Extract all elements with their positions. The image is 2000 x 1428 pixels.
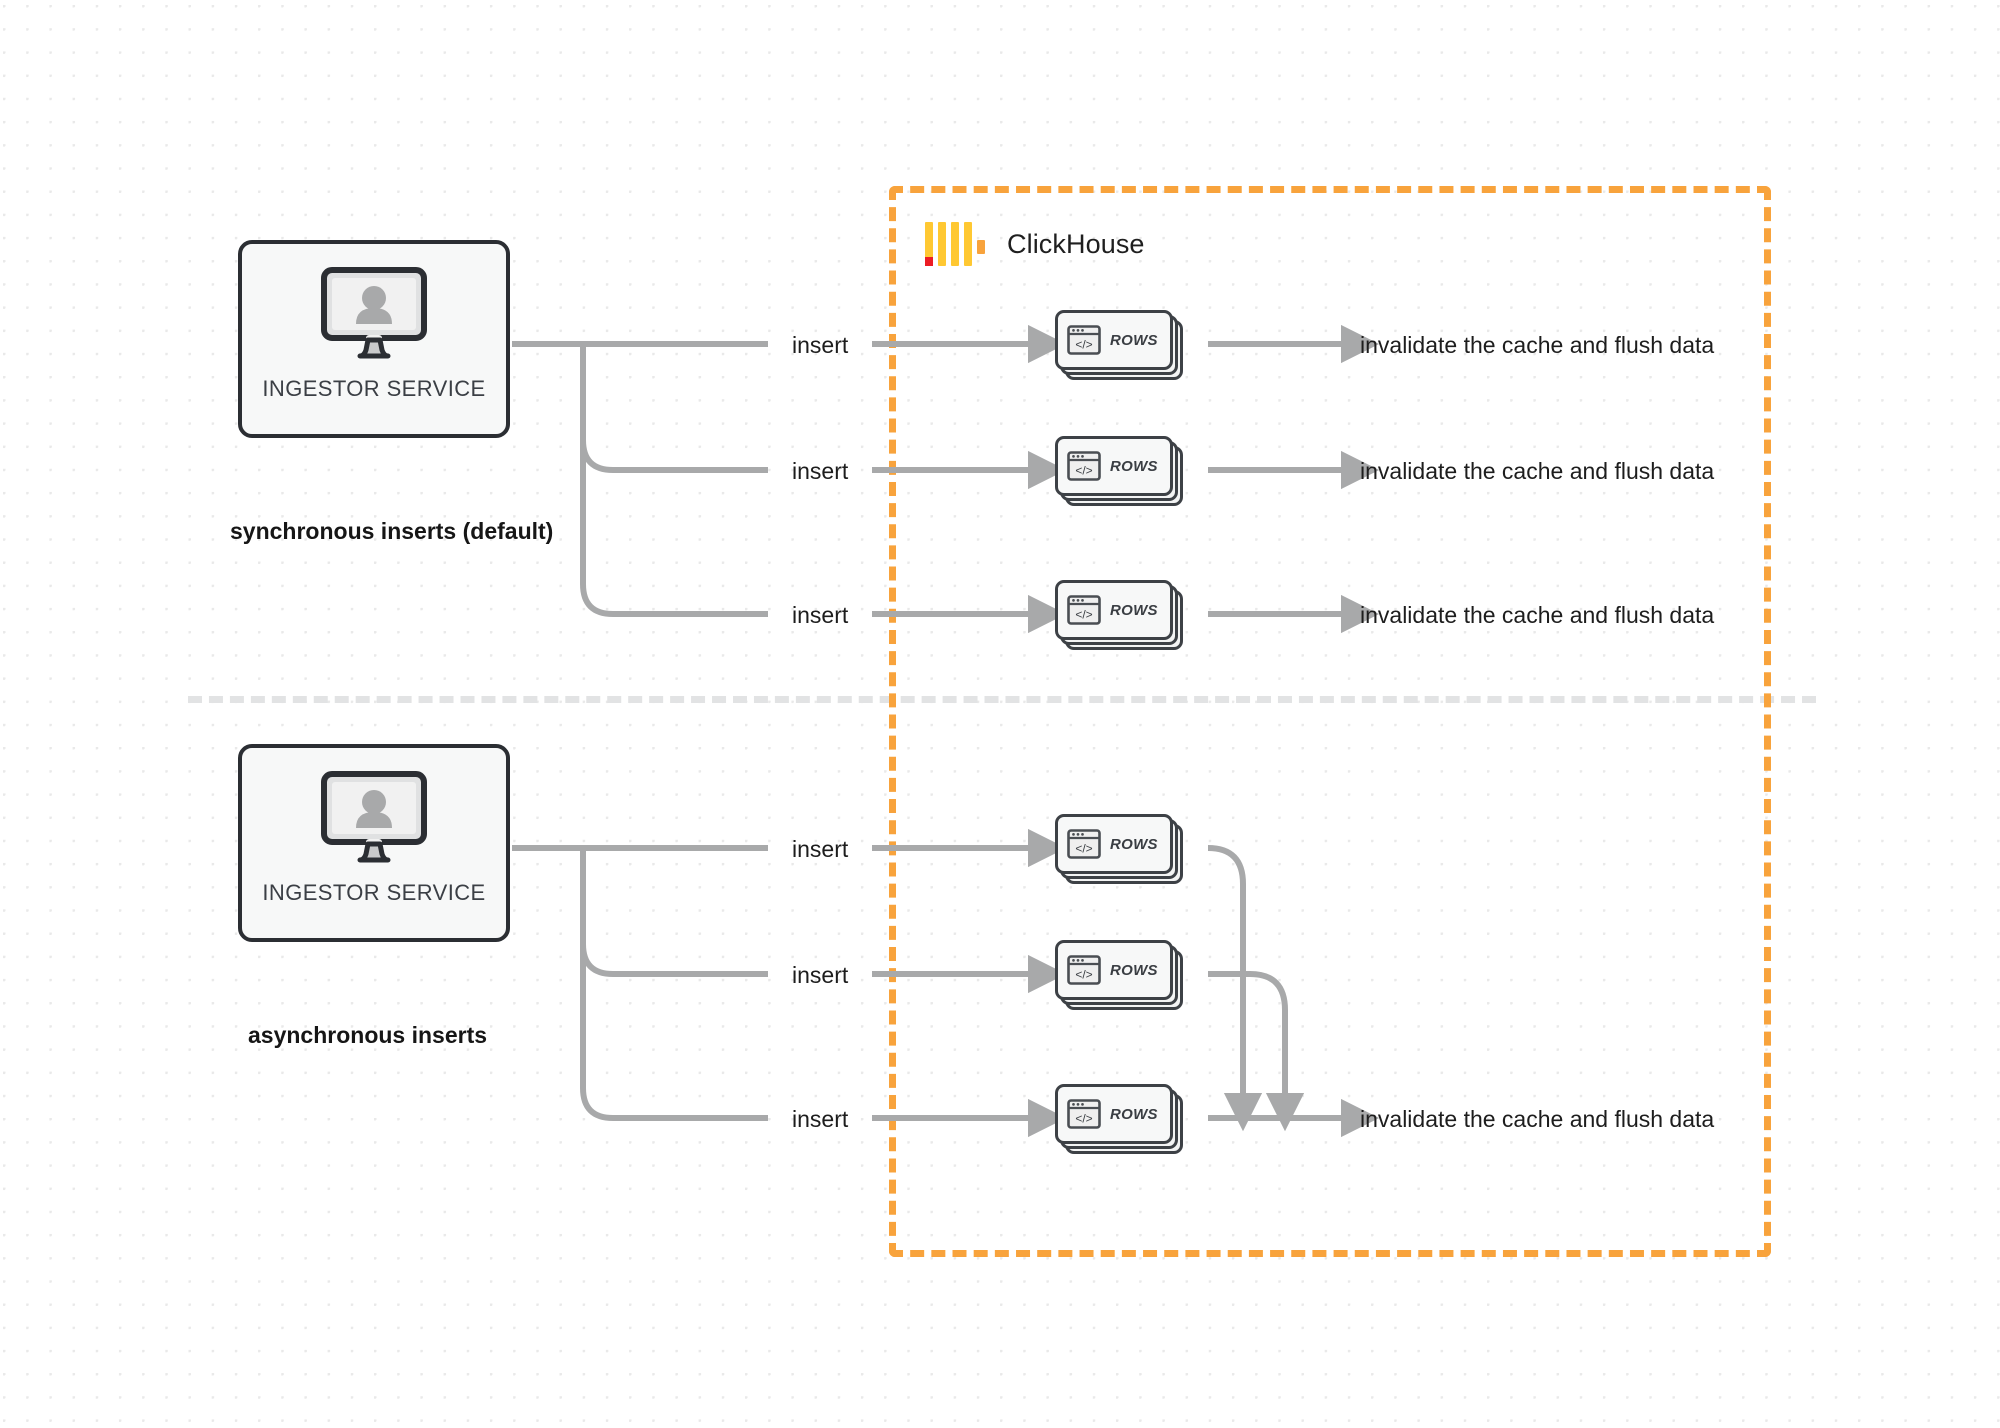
- rows-card-sync-2[interactable]: </> ROWS: [1055, 436, 1183, 506]
- insert-label-sync-2: insert: [792, 458, 849, 484]
- rows-label-sync-2: ROWS: [1110, 457, 1158, 475]
- ingestor-service-label: INGESTOR SERVICE: [262, 880, 486, 905]
- ingestor-service-label: INGESTOR SERVICE: [262, 376, 486, 401]
- rows-label-sync-1: ROWS: [1110, 331, 1158, 349]
- code-window-icon: </>: [1067, 1099, 1101, 1129]
- insert-label-async-3: insert: [792, 1106, 849, 1132]
- rows-card-async-3[interactable]: </> ROWS: [1055, 1084, 1183, 1154]
- code-window-icon: </>: [1067, 595, 1101, 625]
- svg-text:</>: </>: [1075, 464, 1092, 478]
- clickhouse-boundary: [889, 186, 1771, 1257]
- code-window-icon: </>: [1067, 829, 1101, 859]
- rows-card-sync-3[interactable]: </> ROWS: [1055, 580, 1183, 650]
- section-caption-sync: synchronous inserts (default): [230, 518, 554, 544]
- insert-label-async-1: insert: [792, 836, 849, 862]
- code-window-icon: </>: [1067, 451, 1101, 481]
- rows-label-async-2: ROWS: [1110, 961, 1158, 979]
- insert-label-async-2: insert: [792, 962, 849, 988]
- result-label-sync-3: invalidate the cache and flush data: [1360, 602, 1715, 628]
- result-label-sync-1: invalidate the cache and flush data: [1360, 332, 1715, 358]
- rows-card-async-2[interactable]: </> ROWS: [1055, 940, 1183, 1010]
- monitor-user-icon: [320, 770, 428, 866]
- clickhouse-label: ClickHouse: [1007, 228, 1145, 259]
- insert-label-sync-3: insert: [792, 602, 849, 628]
- rows-card-sync-1[interactable]: </> ROWS: [1055, 310, 1183, 380]
- result-label-async: invalidate the cache and flush data: [1360, 1106, 1715, 1132]
- rows-card-async-1[interactable]: </> ROWS: [1055, 814, 1183, 884]
- ingestor-service-async[interactable]: INGESTOR SERVICE: [238, 744, 510, 942]
- clickhouse-brand: ClickHouse: [925, 222, 1145, 266]
- svg-text:</>: </>: [1075, 1112, 1092, 1126]
- ingestor-service-sync[interactable]: INGESTOR SERVICE: [238, 240, 510, 438]
- rows-label-sync-3: ROWS: [1110, 601, 1158, 619]
- svg-text:</>: </>: [1075, 842, 1092, 856]
- svg-text:</>: </>: [1075, 608, 1092, 622]
- insert-label-sync-1: insert: [792, 332, 849, 358]
- section-caption-async: asynchronous inserts: [248, 1022, 488, 1048]
- rows-label-async-3: ROWS: [1110, 1105, 1158, 1123]
- rows-label-async-1: ROWS: [1110, 835, 1158, 853]
- section-divider: [188, 696, 1816, 703]
- code-window-icon: </>: [1067, 955, 1101, 985]
- svg-text:</>: </>: [1075, 968, 1092, 982]
- code-window-icon: </>: [1067, 325, 1101, 355]
- result-label-sync-2: invalidate the cache and flush data: [1360, 458, 1715, 484]
- monitor-user-icon: [320, 266, 428, 362]
- clickhouse-logo-icon: [925, 222, 985, 266]
- svg-text:</>: </>: [1075, 338, 1092, 352]
